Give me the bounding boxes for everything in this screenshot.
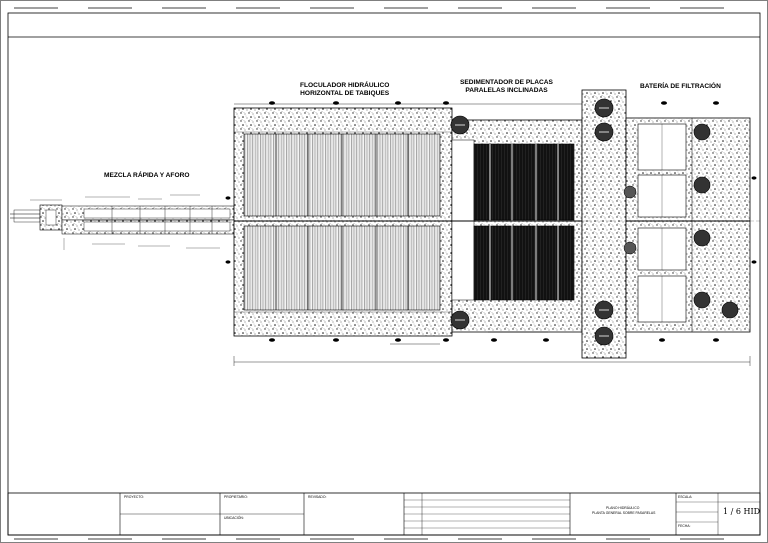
label-floculador: FLOCULADOR HIDRÁULICO HORIZONTAL DE TABI… <box>300 82 389 97</box>
valve-symbol-icon <box>450 98 739 346</box>
label-mezcla-rapida: MEZCLA RÁPIDA Y AFORO <box>104 172 190 179</box>
dimension-lines <box>233 103 760 366</box>
title-block-escala: ESCALA: <box>678 495 693 499</box>
rapid-mix-channel <box>10 194 235 250</box>
label-sedimentador: SEDIMENTADOR DE PLACAS PARALELAS INCLINA… <box>460 79 553 94</box>
title-block-propietario: PROPIETARIO: <box>224 495 248 499</box>
label-floculador-line2: HORIZONTAL DE TABIQUES <box>300 89 390 97</box>
title-block-proyecto: PROYECTO: <box>124 495 144 499</box>
label-floculador-line1: FLOCULADOR HIDRÁULICO <box>300 82 390 89</box>
label-sedimentador-line1: SEDIMENTADOR DE PLACAS <box>460 79 553 86</box>
label-sedimentador-line2: PARALELAS INCLINADAS <box>465 86 548 94</box>
settler-basin <box>451 119 583 333</box>
sheet-number: 1 / 6 HID <box>723 507 761 516</box>
title-block-contiene-line2: PLANTA GENERAL SOBRE PASARELAS <box>592 511 656 515</box>
flocculator-basin <box>233 107 453 337</box>
title-block-ubicacion: UBICACIÓN: <box>224 516 244 520</box>
label-bateria-filtracion: BATERÍA DE FILTRACIÓN <box>640 83 721 90</box>
title-block-fecha: FECHA: <box>678 524 691 528</box>
title-block-revisado: REVISADO: <box>308 495 327 499</box>
title-block <box>7 492 761 536</box>
title-block-contiene-line1: PLANO HIDRÁULICO <box>606 506 640 510</box>
